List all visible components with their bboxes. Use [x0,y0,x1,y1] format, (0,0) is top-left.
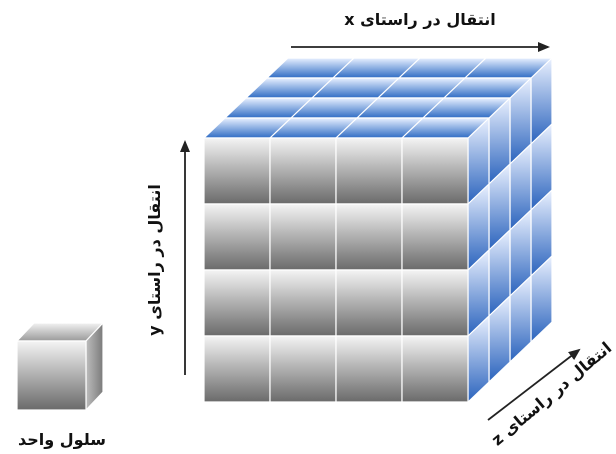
lattice-front-faces [203,137,469,403]
lattice-front-cell [203,269,271,337]
lattice-front-cell [269,137,337,205]
lattice-front-cell [203,203,271,271]
lattice-front-cell [401,203,469,271]
lattice-front-cell [335,203,403,271]
lattice-front-cell [401,335,469,403]
z-axis-arrow [487,348,581,421]
lattice-front-cell [401,137,469,205]
lattice-front-cell [269,269,337,337]
unit-cell [15,321,105,412]
y-translation-label: انتقال در راستای y [145,184,164,336]
unit-cell-front-face [16,340,87,411]
lattice-front-cell [401,269,469,337]
lattice-front-cell [335,269,403,337]
x-translation-label: انتقال در راستای x [344,10,496,29]
lattice-front-cell [269,335,337,403]
lattice-top-faces [202,57,554,139]
lattice-front-cell [203,335,271,403]
lattice-front-cell [335,137,403,205]
lattice-block [202,56,554,404]
lattice-front-cell [335,335,403,403]
unit-cell-label: سلول واحد [18,430,106,449]
lattice-front-cell [269,203,337,271]
lattice-front-cell [203,137,271,205]
